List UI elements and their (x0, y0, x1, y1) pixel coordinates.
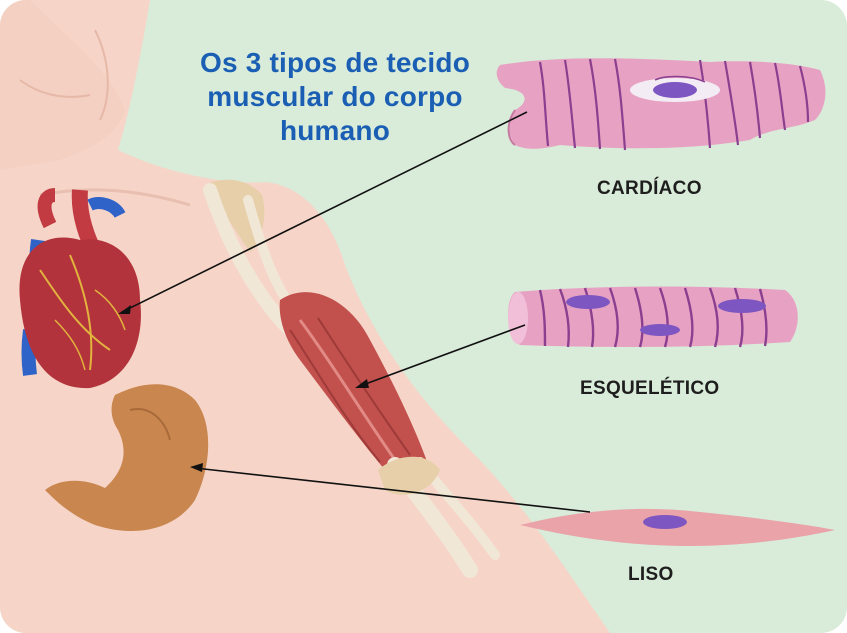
title-line-3: humano (150, 114, 520, 148)
label-skeletal: ESQUELÉTICO (580, 378, 719, 400)
skeletal-fiber (508, 286, 798, 347)
title-line-2: muscular do corpo (150, 80, 520, 114)
title-line-1: Os 3 tipos de tecido (150, 46, 520, 80)
label-cardiac: CARDÍACO (597, 178, 702, 200)
label-smooth: LISO (628, 564, 674, 586)
diagram-title: Os 3 tipos de tecido muscular do corpo h… (150, 46, 520, 148)
